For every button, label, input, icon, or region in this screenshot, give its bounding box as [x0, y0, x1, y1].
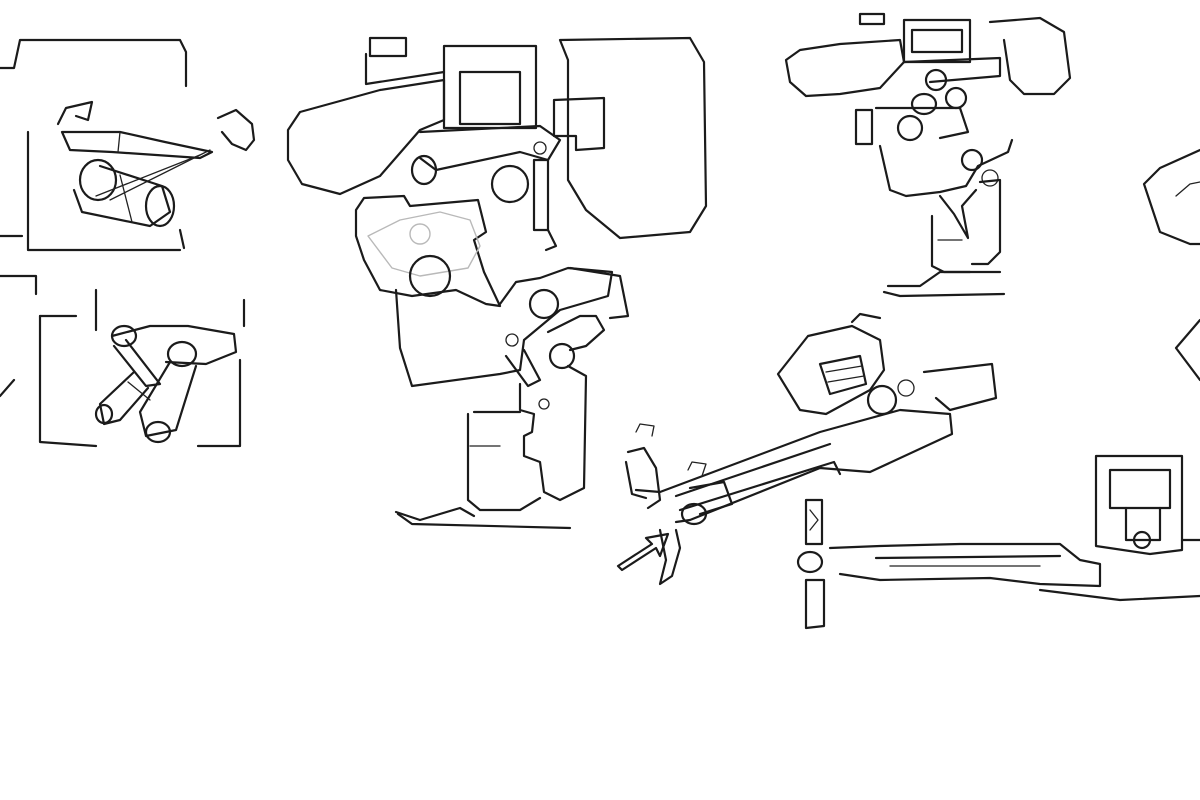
rotation-arrow-icon [687, 461, 707, 477]
mech-leg-compact-view [784, 12, 1072, 298]
rotation-arrow-icon [56, 100, 94, 126]
rotation-arrow-icon [635, 423, 655, 437]
leg-extended-horizontal-view [796, 454, 1200, 630]
hip-joint-rotation-study [0, 38, 256, 252]
knee-linkage-study [0, 274, 246, 448]
mech-leg-full-side-view [286, 36, 708, 530]
leg-raised-motion-study [616, 312, 998, 586]
motion-arrow-icon [616, 532, 670, 572]
cropped-sketch-right-edge [1142, 148, 1200, 382]
rotation-arrow-icon [216, 108, 256, 152]
